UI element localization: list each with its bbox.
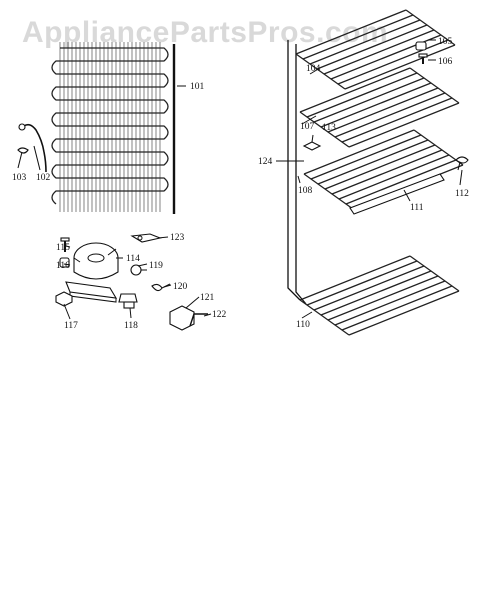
shelf-107 <box>299 67 460 148</box>
drain-tube-part <box>18 123 47 173</box>
clip-113-part <box>302 141 322 151</box>
cover-part <box>169 305 195 331</box>
condenser-coil <box>51 42 176 214</box>
cap-part <box>415 41 427 51</box>
label-116: 116 <box>56 261 70 271</box>
leader-lines <box>17 39 463 320</box>
bolt-part <box>60 237 70 252</box>
clip-112-part <box>455 156 469 171</box>
grommet-base-part <box>55 291 73 307</box>
label-117: 117 <box>64 321 78 331</box>
label-113: 113 <box>322 123 336 133</box>
label-111: 111 <box>410 203 424 213</box>
label-110: 110 <box>296 320 310 330</box>
label-103: 103 <box>12 173 27 183</box>
label-101: 101 <box>190 82 205 92</box>
label-122: 122 <box>212 310 227 320</box>
retainer-111-part <box>349 173 445 215</box>
label-121: 121 <box>200 293 215 303</box>
capacitor-part <box>151 283 171 292</box>
label-102: 102 <box>36 173 51 183</box>
label-118: 118 <box>124 321 138 331</box>
label-124: 124 <box>258 157 273 167</box>
relay-part <box>118 293 138 309</box>
compressor <box>73 242 119 280</box>
label-120: 120 <box>173 282 188 292</box>
bracket-part <box>189 313 208 327</box>
screw-part <box>418 53 428 64</box>
label-108: 108 <box>298 186 313 196</box>
shelf-110 <box>299 255 460 336</box>
label-105: 105 <box>438 37 453 47</box>
label-115: 115 <box>56 243 70 253</box>
clip-part <box>17 147 29 154</box>
label-107: 107 <box>300 122 315 132</box>
label-112: 112 <box>455 189 469 199</box>
label-119: 119 <box>149 261 163 271</box>
shelf-104 <box>295 9 456 90</box>
overload-part <box>130 264 147 276</box>
label-114: 114 <box>126 254 140 264</box>
clamp-part <box>130 233 162 243</box>
label-104: 104 <box>306 64 321 74</box>
freezer-frame <box>287 40 307 305</box>
watermark-text: AppliancePartsPros.com <box>22 16 388 49</box>
label-106: 106 <box>438 57 453 67</box>
label-123: 123 <box>170 233 185 243</box>
compressor-base <box>65 281 118 303</box>
